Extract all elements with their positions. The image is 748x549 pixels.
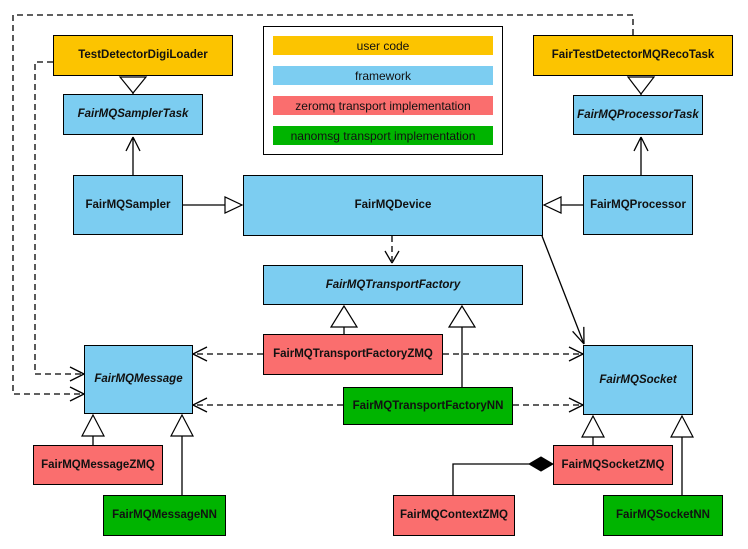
legend-item-user-code: user code	[273, 36, 493, 55]
triangle-factoryzmq-factory	[329, 304, 359, 328]
node-fairtestdetectormqrecotask: FairTestDetectorMQRecoTask	[533, 35, 733, 76]
arrowhead-factoryzmq-socket	[568, 346, 584, 362]
triangle-factorynn-factory	[447, 304, 477, 328]
node-fairmqsamplertask: FairMQSamplerTask	[63, 94, 203, 135]
edge-recotask-message	[12, 14, 634, 395]
arrowhead-device-socket	[572, 326, 585, 345]
arrowhead-factoryzmq-message	[192, 346, 208, 362]
node-fairmqmessage: FairMQMessage	[84, 345, 193, 414]
node-fairmqprocessor: FairMQProcessor	[583, 175, 693, 235]
triangle-digiloader-samplertask	[118, 76, 148, 94]
edge-device-socket	[541, 235, 585, 345]
node-fairmqprocessortask: FairMQProcessorTask	[573, 95, 703, 135]
triangle-socketnn-socket	[670, 414, 694, 438]
edge-digiloader-message	[34, 61, 82, 375]
node-fairmqsocketzmq: FairMQSocketZMQ	[553, 445, 673, 485]
node-fairmqdevice: FairMQDevice	[243, 175, 543, 236]
legend: user code framework zeromq transport imp…	[263, 26, 503, 155]
triangle-sampler-device	[224, 196, 244, 214]
node-fairmqtransportfactoryzmq: FairMQTransportFactoryZMQ	[263, 334, 443, 375]
diamond-socketzmq-context	[528, 456, 554, 472]
arrowhead-recotask-message	[69, 386, 85, 402]
triangle-messagenn-message	[170, 413, 194, 437]
triangle-recotask-processortask	[626, 76, 656, 95]
node-fairmqmessagenn: FairMQMessageNN	[103, 495, 226, 536]
triangle-socketzmq-socket	[581, 414, 605, 438]
edge-socketzmq-contextzmq	[452, 463, 529, 495]
node-testdetectordigiloader: TestDetectorDigiLoader	[53, 35, 233, 76]
node-fairmqtransportfactorynn: FairMQTransportFactoryNN	[343, 387, 513, 425]
node-fairmqmessagezmq: FairMQMessageZMQ	[33, 445, 163, 485]
arrowhead-device-factory	[384, 250, 400, 264]
node-fairmqsocket: FairMQSocket	[583, 345, 693, 415]
legend-item-nanomsg: nanomsg transport implementation	[273, 126, 493, 145]
legend-item-zeromq: zeromq transport implementation	[273, 96, 493, 115]
triangle-messagezmq-message	[81, 413, 105, 437]
arrowhead-digiloader-message	[69, 366, 85, 382]
node-fairmqsampler: FairMQSampler	[73, 175, 183, 235]
legend-item-framework: framework	[273, 66, 493, 85]
node-fairmqtransportfactory: FairMQTransportFactory	[263, 265, 523, 305]
node-fairmqsocketnn: FairMQSocketNN	[603, 495, 723, 536]
edge-sampler-samplertask	[125, 136, 141, 175]
edge-processor-processortask	[633, 136, 649, 175]
node-fairmqcontextzmq: FairMQContextZMQ	[393, 495, 515, 536]
arrowhead-factorynn-message	[192, 397, 208, 413]
arrowhead-factorynn-socket	[568, 397, 584, 413]
triangle-processor-device	[542, 196, 562, 214]
